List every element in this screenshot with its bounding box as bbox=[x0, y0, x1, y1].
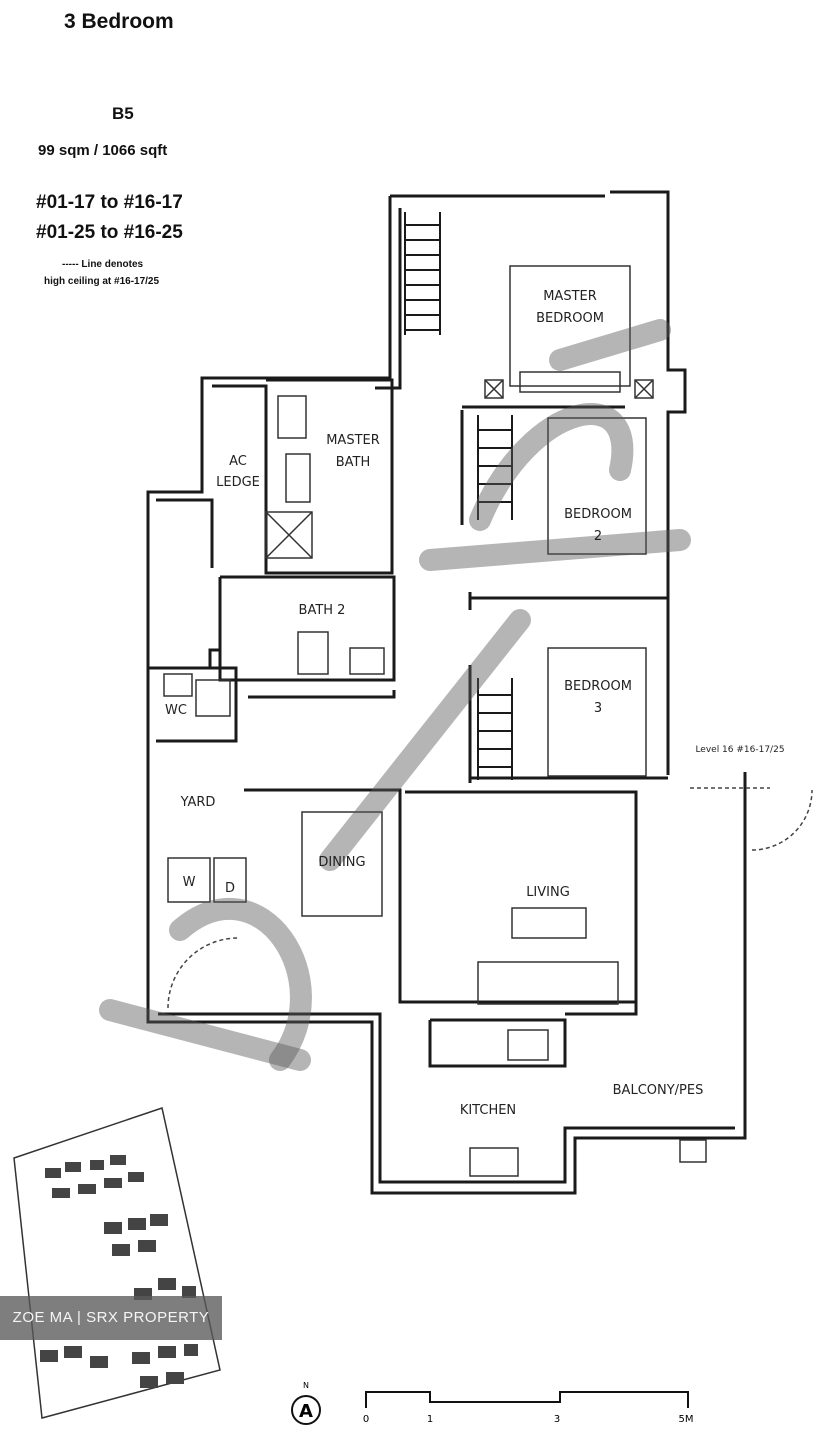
label-bedroom-3-2: 3 bbox=[594, 701, 602, 716]
label-wc: WC bbox=[165, 703, 187, 718]
label-master-bath-2: BATH bbox=[336, 455, 371, 470]
door-swings bbox=[167, 787, 813, 1009]
label-yard: YARD bbox=[180, 795, 216, 810]
north-arrow-icon: N A bbox=[291, 1381, 321, 1425]
plan-title: 3 Bedroom bbox=[64, 10, 174, 33]
high-ceiling-note-1: ----- Line denotes bbox=[62, 259, 144, 270]
north-symbol: A bbox=[299, 1401, 313, 1422]
high-ceiling-note-2: high ceiling at #16-17/25 bbox=[44, 276, 160, 287]
scale-bar: 0 1 3 5M bbox=[363, 1391, 694, 1425]
label-dining: DINING bbox=[318, 855, 365, 870]
label-ac-ledge-1: AC bbox=[229, 454, 247, 469]
label-master-bedroom-2: BEDROOM bbox=[536, 311, 604, 326]
scale-tick-1: 1 bbox=[427, 1414, 433, 1425]
label-bath-2: BATH 2 bbox=[299, 603, 346, 618]
label-living: LIVING bbox=[526, 885, 570, 900]
agent-watermark: ZOE MA | SRX PROPERTY bbox=[0, 1296, 222, 1340]
label-bedroom-3-1: BEDROOM bbox=[564, 679, 632, 694]
room-labels: MASTER BEDROOM MASTER BATH AC LEDGE BEDR… bbox=[165, 289, 785, 1118]
exterior-walls bbox=[146, 190, 747, 1195]
north-label: N bbox=[303, 1381, 309, 1390]
label-ac-ledge-2: LEDGE bbox=[216, 475, 260, 490]
label-master-bath-1: MASTER bbox=[326, 433, 380, 448]
interior-walls bbox=[148, 378, 747, 1068]
unit-area-label: 99 sqm / 1066 sqft bbox=[38, 142, 168, 159]
key-plan bbox=[13, 1107, 221, 1419]
furniture bbox=[163, 265, 707, 1177]
label-master-bedroom-1: MASTER bbox=[543, 289, 597, 304]
label-bedroom-2-2: 2 bbox=[594, 529, 602, 544]
label-kitchen: KITCHEN bbox=[460, 1103, 516, 1118]
watermark-stamp bbox=[99, 319, 691, 1071]
scale-tick-0: 0 bbox=[363, 1414, 369, 1425]
label-dryer: D bbox=[225, 881, 235, 896]
window-hatching bbox=[404, 212, 513, 780]
scale-tick-3: 3 bbox=[554, 1414, 560, 1425]
label-storey-note: Level 16 #16-17/25 bbox=[695, 745, 784, 755]
unit-range-2: #01-25 to #16-25 bbox=[36, 222, 183, 243]
label-bedroom-2-1: BEDROOM bbox=[564, 507, 632, 522]
unit-type-label: B5 bbox=[112, 104, 134, 123]
unit-range-1: #01-17 to #16-17 bbox=[36, 192, 183, 213]
label-washer: W bbox=[183, 875, 196, 890]
label-balcony: BALCONY/PES bbox=[613, 1083, 704, 1098]
scale-tick-5: 5M bbox=[679, 1414, 694, 1425]
